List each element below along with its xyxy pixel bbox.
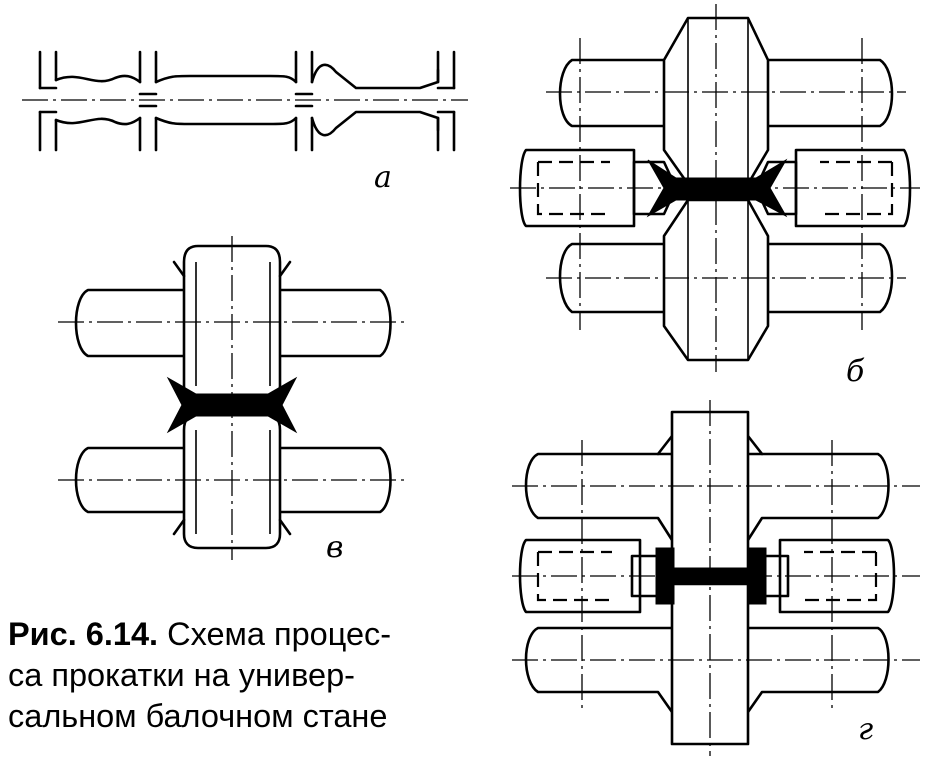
diagram-v-two-high-stand xyxy=(58,236,404,560)
diagram-a-pass-sequence xyxy=(22,50,468,152)
label-g: г xyxy=(858,712,874,747)
label-b: б xyxy=(846,354,865,389)
caption-line-3: сальном балочном стане xyxy=(8,698,388,734)
label-a: а xyxy=(374,160,392,195)
caption-line-1: Рис. 6.14. Схема процес- xyxy=(8,614,448,655)
caption-number: Рис. 6.14. xyxy=(8,616,159,652)
label-v: в xyxy=(326,530,344,565)
diagram-b-universal-stand xyxy=(510,4,920,372)
diagram-g-flat-roll-stand xyxy=(512,400,920,756)
caption-line-2: са прокатки на универ- xyxy=(8,657,355,693)
figure-caption: Рис. 6.14. Схема процес- са прокатки на … xyxy=(8,614,448,737)
caption-text-1: Схема процес- xyxy=(158,616,392,652)
